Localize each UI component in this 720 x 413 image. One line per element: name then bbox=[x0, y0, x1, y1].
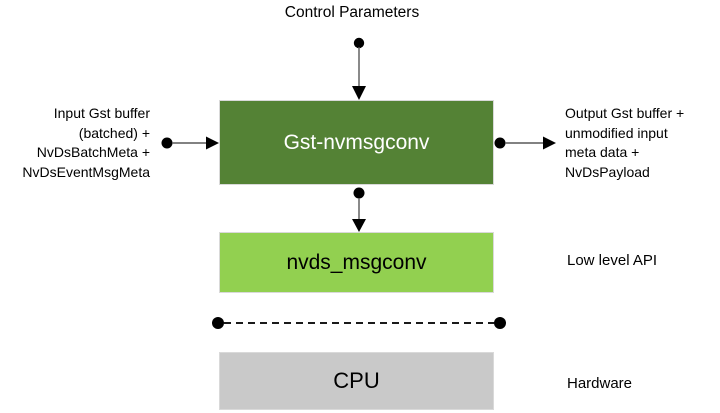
arrowhead-right-icon bbox=[543, 136, 556, 150]
hardware-label: Hardware bbox=[567, 375, 633, 392]
nvds-msgconv-block: nvds_msgconv bbox=[219, 232, 494, 293]
input-description-line: Input Gst buffer bbox=[53, 105, 150, 121]
output-description-line: Output Gst buffer + bbox=[565, 105, 685, 121]
output-description: Output Gst buffer + unmodified input met… bbox=[565, 104, 715, 182]
gst-nvmsgconv-block: Gst-nvmsgconv bbox=[219, 100, 494, 185]
connector-dot bbox=[161, 137, 173, 149]
arrowhead-down-icon bbox=[352, 219, 366, 232]
control-params-arrow bbox=[352, 37, 366, 100]
input-description: Input Gst buffer (batched) + NvDsBatchMe… bbox=[10, 104, 150, 182]
gst-to-nvds-arrow bbox=[352, 187, 366, 232]
arrowhead-down-icon bbox=[352, 86, 366, 100]
output-description-line: meta data + bbox=[565, 144, 640, 160]
connector-dot bbox=[212, 317, 224, 329]
hardware-boundary-line bbox=[212, 317, 506, 329]
connector-dot bbox=[494, 317, 506, 329]
input-description-line: NvDsBatchMeta + bbox=[36, 144, 150, 160]
cpu-block: CPU bbox=[219, 352, 494, 410]
arrowhead-right-icon bbox=[206, 136, 219, 150]
control-parameters-label: Control Parameters bbox=[284, 4, 420, 21]
gst-nvmsgconv-label: Gst-nvmsgconv bbox=[283, 130, 430, 154]
low-level-api-label: Low level API bbox=[567, 252, 658, 269]
input-description-line: (batched) + bbox=[78, 124, 150, 141]
connector-dot bbox=[353, 37, 365, 49]
input-description-line: NvDsEventMsgMeta bbox=[22, 163, 150, 180]
connector-dot bbox=[353, 187, 365, 199]
output-description-line: unmodified input bbox=[565, 124, 668, 141]
connector-dot bbox=[494, 137, 506, 149]
output-description-line: NvDsPayload bbox=[565, 163, 650, 180]
output-arrow bbox=[494, 136, 556, 150]
cpu-label: CPU bbox=[333, 368, 380, 393]
input-arrow bbox=[161, 136, 219, 150]
nvds-msgconv-label: nvds_msgconv bbox=[286, 250, 427, 274]
